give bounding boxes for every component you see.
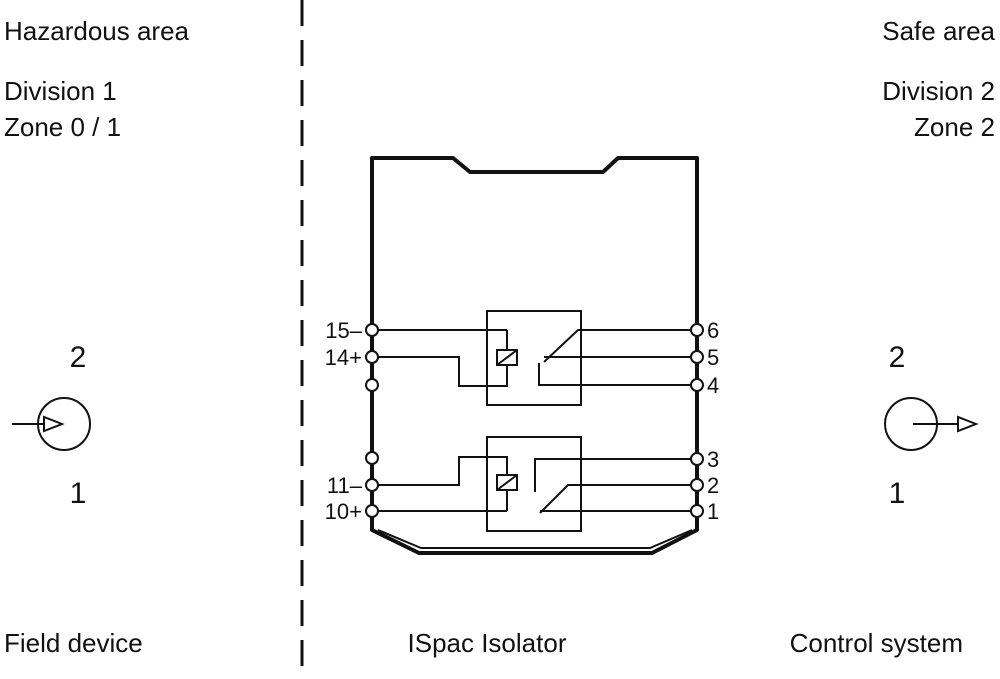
safe-zone: Zone 2 [914, 112, 995, 142]
control-system-pin-2: 2 [889, 341, 906, 374]
terminal-11-label: 11– [327, 473, 363, 498]
terminal-3-label: 3 [707, 447, 719, 472]
control-system-label: Control system [790, 628, 963, 658]
terminal-2-label: 2 [707, 473, 719, 498]
field-device-label: Field device [4, 628, 143, 658]
control-system-pin-1: 1 [889, 477, 906, 510]
control-system-symbol [884, 397, 979, 451]
field-device-symbol [12, 397, 91, 451]
safe-area-title: Safe area [882, 16, 995, 46]
field-device-pin-2: 2 [70, 341, 87, 374]
terminal-1-label: 1 [707, 499, 719, 524]
terminal-4-label: 4 [707, 373, 719, 398]
terminal-10-label: 10+ [325, 499, 362, 524]
isolator-label: ISpac Isolator [408, 628, 567, 658]
upper-channel-circuit [372, 310, 697, 406]
isolator-housing [370, 156, 699, 555]
isolator-housing-base-edge [377, 529, 693, 549]
terminal-pins [365, 323, 704, 518]
hazardous-area-title: Hazardous area [4, 16, 190, 46]
terminal-15-label: 15– [325, 318, 362, 343]
safe-division: Division 2 [882, 76, 995, 106]
hazardous-zone: Zone 0 / 1 [4, 112, 121, 142]
lower-channel-circuit [372, 436, 697, 532]
terminal-5-label: 5 [707, 345, 719, 370]
hazardous-division: Division 1 [4, 76, 117, 106]
terminal-6-label: 6 [707, 318, 719, 343]
field-device-pin-1: 1 [70, 477, 87, 510]
terminal-14-label: 14+ [325, 345, 362, 370]
